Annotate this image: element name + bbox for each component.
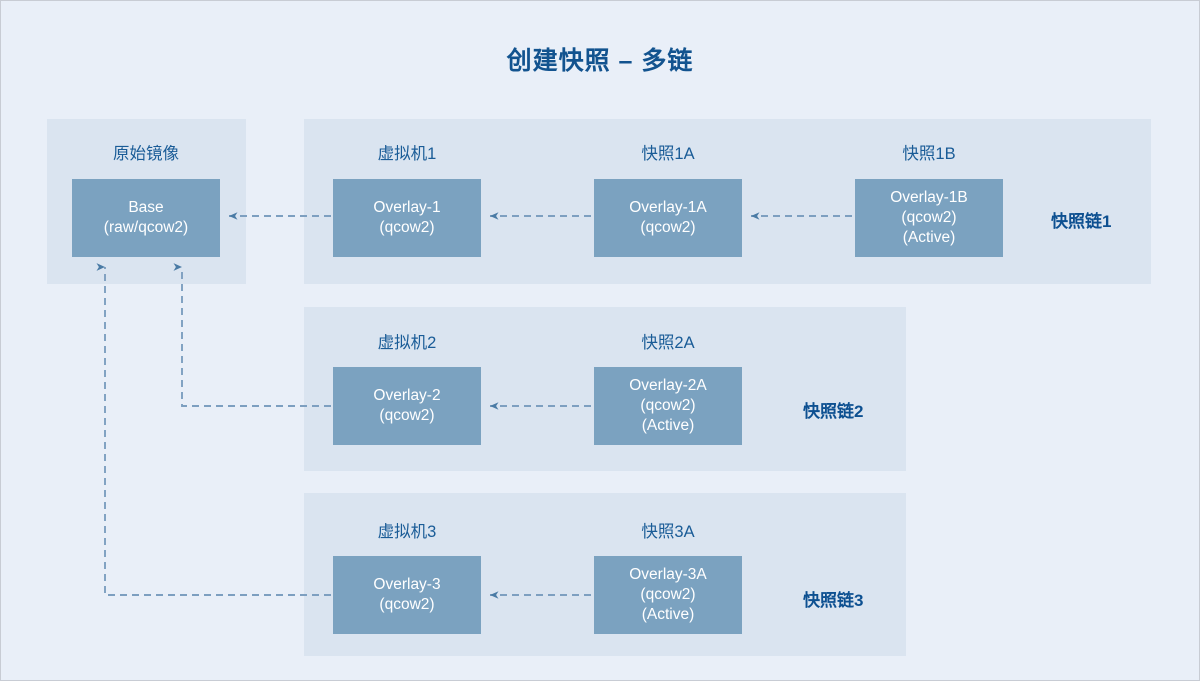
node-overlay-3a[interactable]: Overlay-3A (qcow2) (Active) xyxy=(594,556,742,634)
caption-base-group: 原始镜像 xyxy=(113,145,179,163)
caption-vm2: 虚拟机2 xyxy=(377,334,437,352)
node-overlay-1[interactable]: Overlay-1 (qcow2) xyxy=(333,179,481,257)
node-overlay-3a-line2: (qcow2) xyxy=(640,586,696,604)
node-overlay-2a-line2: (qcow2) xyxy=(640,397,696,415)
node-overlay-2-line2: (qcow2) xyxy=(379,407,435,424)
node-overlay-1-line1: Overlay-1 xyxy=(373,199,441,217)
caption-snapshot-3a: 快照3A xyxy=(641,523,695,541)
node-overlay-3a-line3: (Active) xyxy=(641,605,695,623)
chain-tag-2: 快照链2 xyxy=(803,402,864,421)
caption-snapshot-2a: 快照2A xyxy=(641,334,695,352)
node-overlay-1a-line2: (qcow2) xyxy=(640,219,696,236)
caption-vm3: 虚拟机3 xyxy=(377,523,437,541)
node-overlay-2-line1: Overlay-2 xyxy=(373,387,441,405)
node-overlay-2a[interactable]: Overlay-2A (qcow2) (Active) xyxy=(594,367,742,445)
node-overlay-3[interactable]: Overlay-3 (qcow2) xyxy=(333,556,481,634)
node-overlay-1a[interactable]: Overlay-1A (qcow2) xyxy=(594,179,742,257)
node-overlay-3a-line1: Overlay-3A xyxy=(629,566,707,584)
caption-snapshot-1a: 快照1A xyxy=(641,145,695,163)
node-base[interactable]: Base (raw/qcow2) xyxy=(72,179,220,257)
node-base-line1: Base xyxy=(128,199,164,217)
node-base-line2: (raw/qcow2) xyxy=(103,219,189,236)
node-overlay-1-line2: (qcow2) xyxy=(379,219,435,236)
node-overlay-1b-line1: Overlay-1B xyxy=(890,189,968,207)
chain-tag-1: 快照链1 xyxy=(1051,212,1112,231)
node-overlay-1b-line3: (Active) xyxy=(902,228,956,246)
node-overlay-2[interactable]: Overlay-2 (qcow2) xyxy=(333,367,481,445)
node-overlay-2a-line1: Overlay-2A xyxy=(629,377,707,395)
caption-snapshot-1b: 快照1B xyxy=(902,145,956,163)
page-title: 创建快照 – 多链 xyxy=(506,47,694,75)
node-overlay-2a-line3: (Active) xyxy=(641,416,695,434)
node-overlay-1b[interactable]: Overlay-1B (qcow2) (Active) xyxy=(855,179,1003,257)
chain-tag-3: 快照链3 xyxy=(803,591,864,610)
node-overlay-3-line1: Overlay-3 xyxy=(373,576,441,594)
node-overlay-3-line2: (qcow2) xyxy=(379,596,435,613)
caption-vm1: 虚拟机1 xyxy=(377,145,437,163)
node-overlay-1b-line2: (qcow2) xyxy=(901,209,957,227)
arrow-overlay3-to-base xyxy=(96,263,331,596)
node-overlay-1a-line1: Overlay-1A xyxy=(629,199,707,217)
